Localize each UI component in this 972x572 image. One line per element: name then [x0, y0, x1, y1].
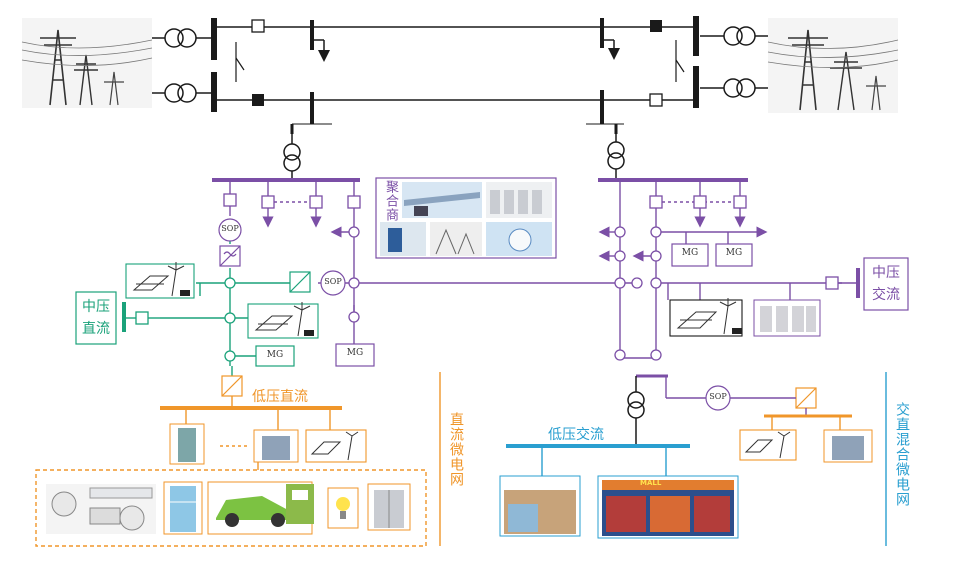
transformer-icon-hv-left	[152, 28, 212, 103]
pv-wind-icon	[125, 263, 797, 463]
transformer-icon-hv-right	[700, 26, 768, 98]
mv-dc-label-box	[75, 291, 117, 345]
mv-dc-breakers	[135, 277, 236, 362]
lv-dc-label: 低压直流	[252, 389, 308, 405]
air-conditioner-icon	[46, 484, 156, 534]
dc-microgrid-label: 直流微电网	[448, 412, 464, 487]
mv-ac-breakers	[223, 193, 839, 361]
lv-dc-network	[35, 372, 441, 547]
mv-dc-label: 中压直流	[82, 299, 110, 337]
hybrid-network	[764, 414, 852, 430]
charger-icon	[286, 484, 314, 524]
mg-label-1: MG	[346, 348, 364, 358]
converter-icon	[219, 245, 817, 409]
transformer-icon-mv-left	[283, 134, 301, 180]
mall-icon	[597, 475, 739, 539]
aggregator-panel	[375, 177, 557, 259]
refrigerator-icon	[163, 481, 203, 535]
elevator-icon	[367, 483, 411, 531]
mg-label-3: MG	[681, 248, 699, 258]
sop-label-1: SOP	[221, 224, 239, 233]
lv-ac-label: 低压交流	[548, 427, 604, 443]
mv-ac-label-box	[863, 257, 909, 311]
mg-label-2: MG	[266, 350, 284, 360]
light-bulb-icon	[327, 487, 359, 529]
transmission-tower-icon-left	[21, 18, 153, 108]
sop-icon	[218, 218, 731, 411]
aggregator-label: 聚合商	[383, 180, 398, 222]
mall-sign: MALL	[640, 479, 662, 487]
building-icon	[169, 423, 873, 537]
hv-breakers	[251, 19, 663, 107]
mg-box-green	[255, 345, 295, 367]
transformer-icon-lv	[627, 376, 645, 446]
transmission-tower-icon-right	[767, 18, 899, 113]
hybrid-microgrid-label: 交直混合微电网	[894, 402, 910, 507]
hv-bus-system	[211, 16, 699, 134]
mg-label-4: MG	[725, 248, 743, 258]
mv-ac-label: 中压交流	[872, 265, 900, 303]
mg-box-purple	[335, 243, 753, 367]
transformer-icon-mv-right	[607, 134, 625, 180]
sop-label-2: SOP	[324, 277, 342, 286]
sop-label-3: SOP	[709, 392, 727, 401]
lv-ac-bus	[506, 372, 887, 546]
data-center-icon	[753, 299, 821, 337]
